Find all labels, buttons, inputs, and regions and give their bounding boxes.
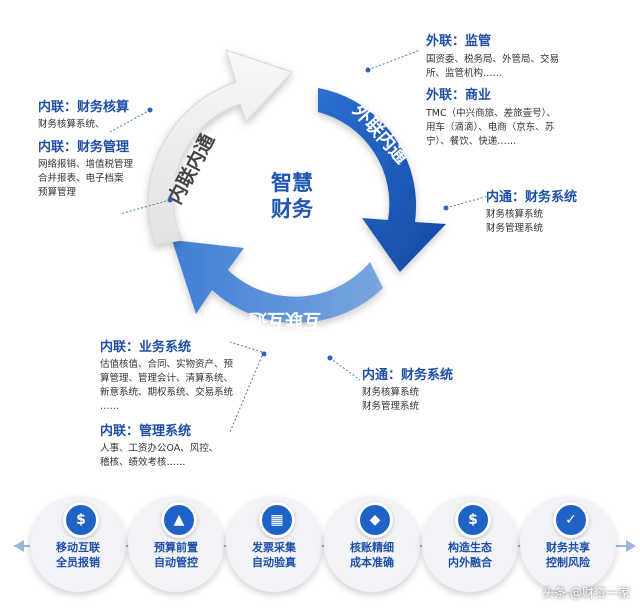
step-label-line: 财务共享: [546, 541, 590, 554]
center-line-2: 财务: [271, 197, 313, 221]
block-outer-regulation: 外联：监管 国资委、税务局、外管局、交易 所、监管机构……: [426, 30, 559, 81]
text-line: 财务核算系统: [362, 387, 420, 398]
text-line: 算管理、管理会计、清算系统、: [100, 373, 234, 384]
block-inner-finance-mgmt: 内联：财务管理 网络报销、增值税管理 合并报表、电子档案 预算管理: [38, 136, 133, 200]
heading-inner-finance-mgmt: 内联：财务管理: [38, 140, 130, 155]
text-line: 人事、工资办公OA、风控、: [100, 443, 219, 454]
connector-dots: [147, 67, 449, 361]
step-budget-control: ▲ 预算前置 自动管控: [128, 496, 224, 592]
step-risk-control: ✓ 财务共享 控制风险: [520, 496, 616, 592]
shield-icon: ◆: [357, 502, 393, 538]
step-label-line: 自动验真: [252, 556, 296, 569]
step-label-line: 控制风险: [546, 556, 590, 569]
bottom-arrow-label: 互联互通: [249, 309, 321, 330]
heading-outer-regulation: 外联：监管: [426, 34, 492, 49]
shield-check-icon: ✓: [553, 502, 589, 538]
center-title: 智慧 财务: [252, 170, 332, 222]
text-line: 合并报表、电子档案: [38, 173, 124, 184]
heading-inner-comm-bottom: 内通：财务系统: [362, 368, 454, 383]
block-outer-business: 外联：商业 TMC（中兴商旅、差旅壹号）、 用车（滴滴）、电商（京东、苏 宁）、…: [426, 84, 556, 149]
heading-inner-mgmt-sys: 内联：管理系统: [100, 424, 192, 439]
text-line: 网络报销、增值税管理: [38, 159, 134, 170]
step-label-line: 内外融合: [448, 556, 492, 569]
text-line: 稽核、绩效考核……: [100, 457, 186, 468]
step-label-line: 全员报销: [56, 556, 100, 569]
bottom-arrow: [172, 240, 383, 323]
heading-inner-finance-accounting: 内联：财务核算: [38, 100, 130, 115]
dollar-icon: $: [63, 502, 99, 538]
step-mobile-reimbursement: $ 移动互联 全员报销: [30, 496, 126, 592]
text-line: 财务管理系统: [362, 401, 420, 412]
heading-outer-business: 外联：商业: [426, 88, 492, 103]
block-inner-business-sys: 内联：业务系统 估值核值、合同、实物资产、预 算管理、管理会计、清算系统、 新意…: [100, 336, 233, 414]
invoice-icon: ▦: [259, 502, 295, 538]
text-line: TMC（中兴商旅、差旅壹号）、: [426, 108, 556, 119]
heading-inner-comm-right: 内通：财务系统: [486, 190, 578, 205]
center-line-1: 智慧: [271, 171, 313, 195]
block-inner-mgmt-sys: 内联：管理系统 人事、工资办公OA、风控、 稽核、绩效考核……: [100, 420, 218, 470]
step-ecosystem: $ 构造生态 内外融合: [422, 496, 518, 592]
text-line: 财务核算系统、: [38, 119, 105, 130]
ecosystem-icon: $: [455, 502, 491, 538]
right-arrow: [318, 88, 446, 272]
text-line: ……: [100, 401, 119, 412]
text-line: 用车（滴滴）、电商（京东、苏: [426, 122, 555, 133]
block-inner-comm-bottom: 内通：财务系统 财务核算系统 财务管理系统: [362, 364, 453, 414]
text-line: 新意系统、期权系统、交易系统: [100, 387, 234, 398]
step-label-line: 自动管控: [154, 556, 198, 569]
budget-icon: ▲: [161, 502, 197, 538]
text-line: 财务核算系统: [486, 209, 544, 220]
text-line: 国资委、税务局、外管局、交易: [426, 54, 560, 65]
text-line: 所、监管机构……: [426, 68, 503, 79]
step-label-line: 发票采集: [252, 541, 296, 554]
text-line: 宁）、餐饮、快递……: [426, 136, 517, 147]
step-label-line: 成本准确: [350, 556, 394, 569]
step-label-line: 核账精细: [350, 541, 394, 554]
step-invoice-verify: ▦ 发票采集 自动验真: [226, 496, 322, 592]
block-inner-comm-right: 内通：财务系统 财务核算系统 财务管理系统: [486, 186, 577, 236]
heading-inner-business-sys: 内联：业务系统: [100, 340, 192, 355]
step-accurate-cost: ◆ 核账精细 成本准确: [324, 496, 420, 592]
text-line: 预算管理: [38, 187, 77, 198]
watermark: 头条 @财资一家: [542, 586, 630, 600]
text-line: 财务管理系统: [486, 223, 544, 234]
step-label-line: 构造生态: [448, 541, 492, 554]
text-line: 估值核值、合同、实物资产、预: [100, 359, 234, 370]
block-inner-finance-accounting: 内联：财务核算 财务核算系统、: [38, 96, 129, 132]
left-arrow: [147, 49, 293, 246]
connector-lines: [109, 49, 489, 433]
step-label-line: 预算前置: [154, 541, 198, 554]
step-label-line: 移动互联: [56, 541, 100, 554]
